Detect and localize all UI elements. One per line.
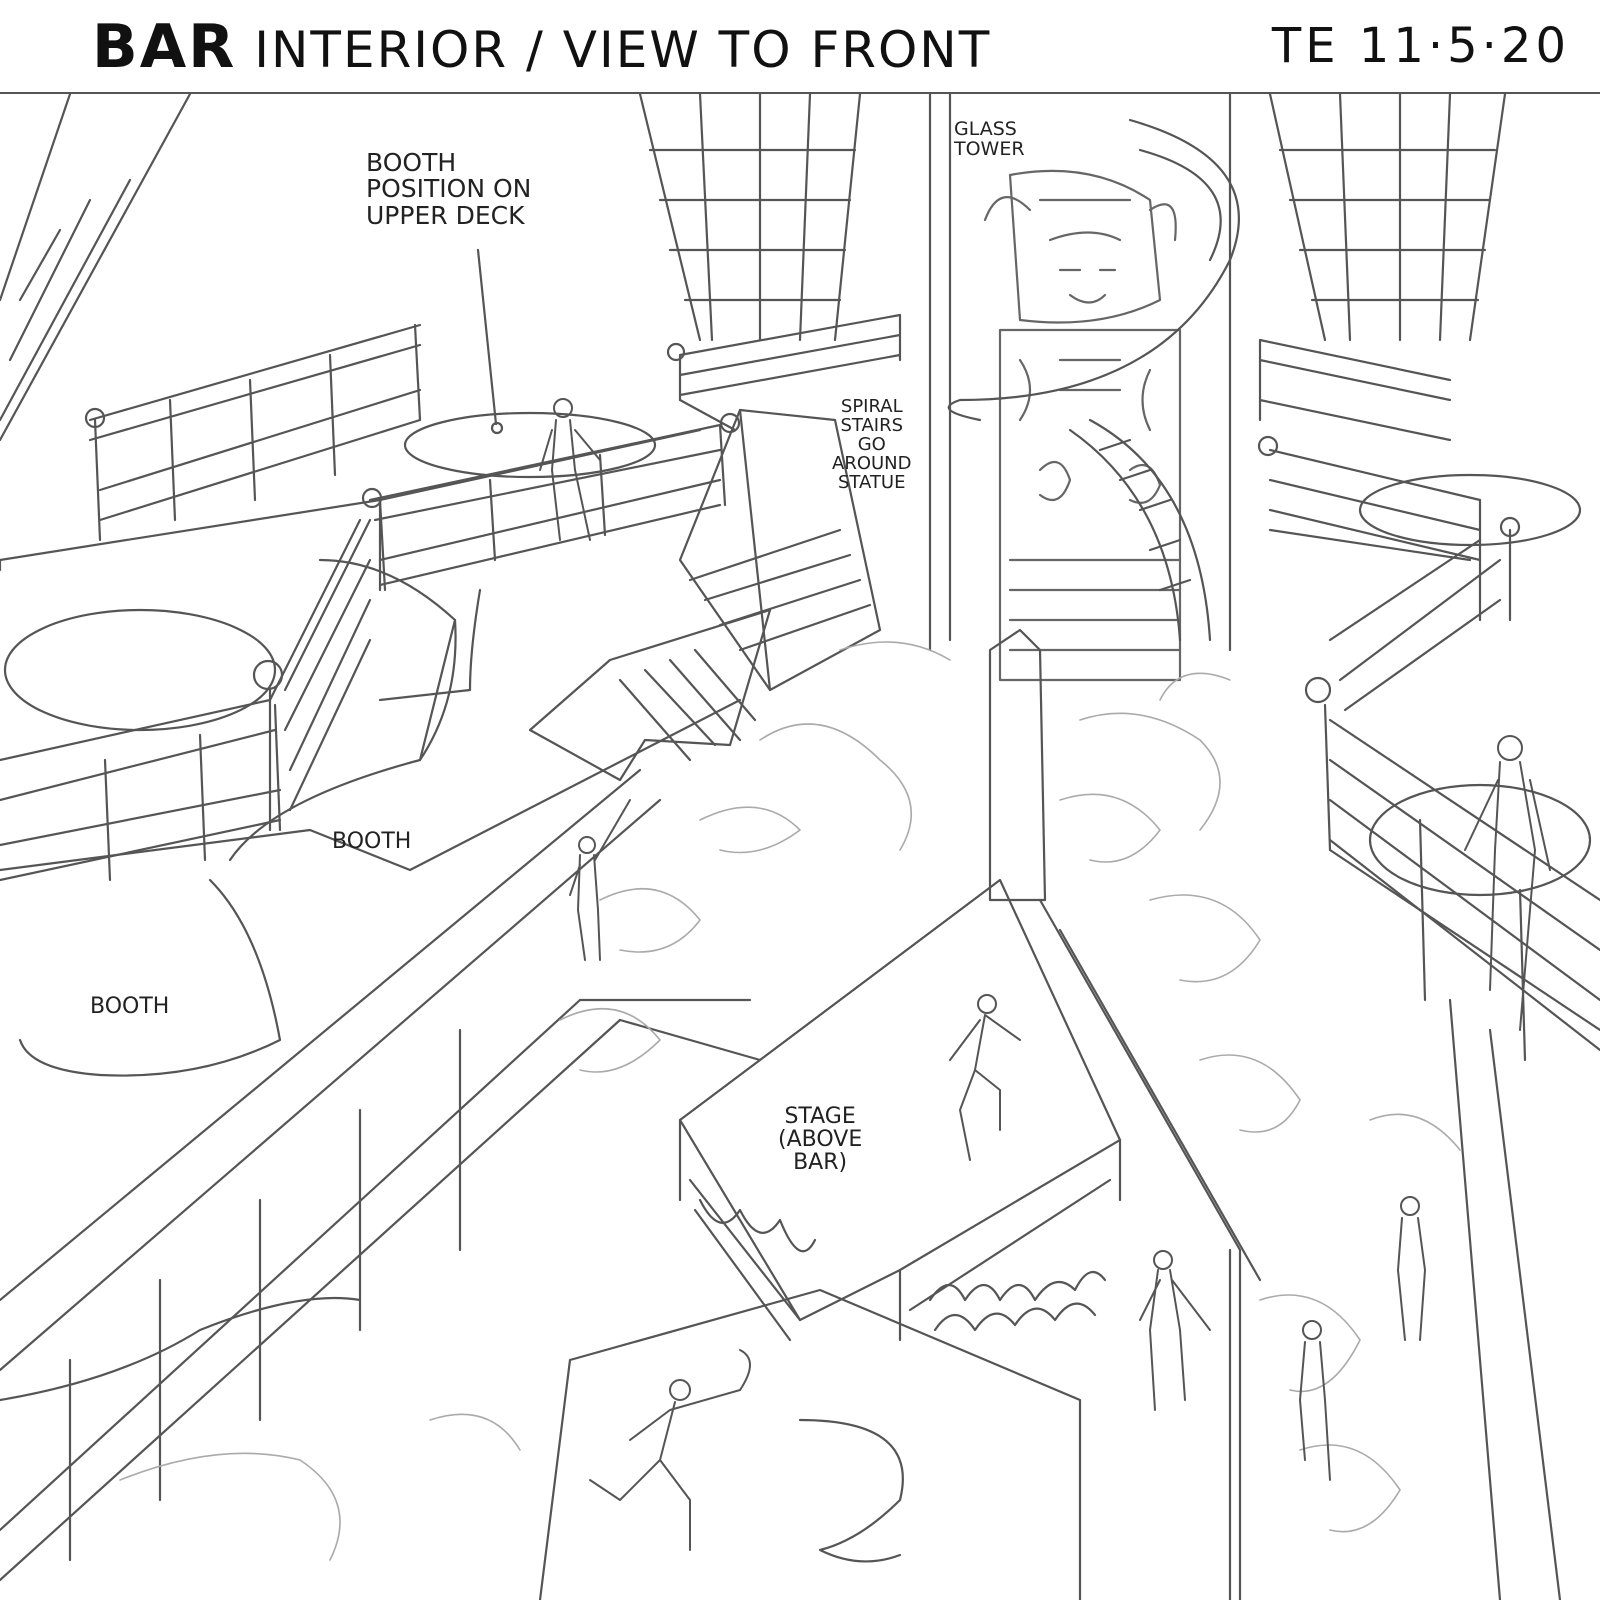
obelisk — [988, 628, 1047, 902]
figure-bar-person-1 — [1139, 1250, 1211, 1411]
glass-tower-note: GLASS TOWER — [954, 118, 1025, 160]
right-walkway — [1038, 898, 1562, 1600]
stage-note: STAGE (ABOVE BAR) — [778, 1104, 863, 1176]
central-stairs — [528, 408, 882, 782]
figure-bar-person-2 — [1397, 1196, 1426, 1341]
title-word: BAR — [92, 12, 237, 82]
glass-tower — [928, 94, 1232, 652]
booth-upper-note: BOOTH — [332, 829, 412, 854]
booth-leader-line — [476, 248, 498, 426]
spiral-stairs-note: SPIRAL STAIRS GO AROUND STATUE — [832, 396, 912, 493]
sketch-canvas — [0, 94, 1600, 1600]
statue — [983, 169, 1182, 682]
booth-position-marker — [490, 421, 504, 435]
figure-walkway-person — [569, 799, 631, 961]
header-divider — [0, 92, 1600, 94]
figure-bar-person-3 — [1299, 1320, 1331, 1481]
spiral-stairs — [947, 118, 1240, 642]
lower-deck-left — [0, 768, 762, 1582]
bar-interior-sketch — [0, 94, 1600, 1600]
figure-stage-fencer — [589, 1349, 751, 1551]
stage — [678, 878, 1122, 1342]
figures — [539, 398, 1551, 1551]
upper-deck-left — [0, 313, 902, 592]
figure-stage-dancer — [949, 994, 1021, 1161]
left-booth-deck — [0, 518, 742, 1077]
header: BAR INTERIOR / VIEW TO FRONT TE 11·5·20 — [0, 0, 1600, 92]
upper-deck-right — [1257, 338, 1600, 1062]
figure-right-deck-person — [1464, 735, 1551, 1031]
ceiling-beams — [0, 94, 1507, 442]
booth-lower-note: BOOTH — [90, 994, 170, 1019]
booth-position-note: BOOTH POSITION ON UPPER DECK — [366, 148, 532, 230]
lower-stage — [538, 1288, 1082, 1600]
figure-upper-deck-person — [539, 398, 601, 541]
drawing-date: TE 11·5·20 — [1271, 18, 1570, 74]
drawing-title: BAR INTERIOR / VIEW TO FRONT — [92, 12, 991, 82]
title-rest: INTERIOR / VIEW TO FRONT — [254, 21, 992, 79]
floor-pattern — [119, 641, 1461, 1561]
